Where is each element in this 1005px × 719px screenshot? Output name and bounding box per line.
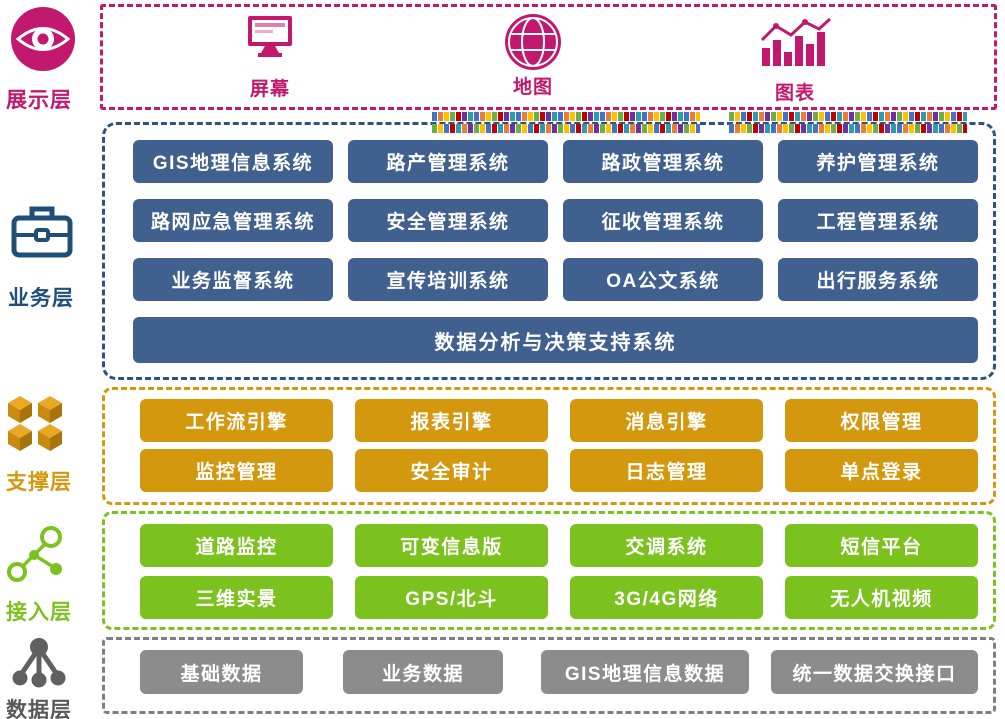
support-box: 日志管理: [570, 449, 763, 492]
mini-chart-thumbnails: [432, 112, 700, 136]
business-box: 出行服务系统: [778, 258, 978, 301]
support-box: 监控管理: [140, 449, 333, 492]
business-box: GIS地理信息系统: [133, 140, 333, 183]
cubes-icon: [8, 396, 62, 451]
support-layer-frame: [102, 387, 996, 505]
business-box-full: 数据分析与决策支持系统: [133, 317, 978, 363]
data-box: 业务数据: [343, 650, 503, 694]
globe-icon: [505, 14, 561, 70]
mini-chart-thumbnails: [729, 112, 967, 136]
layer-label-support: 支撑层: [6, 471, 72, 494]
business-box: 业务监督系统: [133, 258, 333, 301]
access-box: 可变信息版: [355, 524, 548, 567]
screen-icon: [248, 16, 292, 57]
bar-chart-icon: [760, 17, 832, 66]
data-box: 基础数据: [140, 650, 303, 694]
data-box: 统一数据交换接口: [771, 650, 978, 694]
access-box: 3G/4G网络: [570, 576, 763, 619]
briefcase-icon: [11, 206, 73, 258]
presentation-item-label-screen: 屏幕: [249, 79, 290, 100]
access-box: GPS/北斗: [355, 576, 548, 619]
business-box: 征收管理系统: [563, 199, 763, 242]
layer-label-presentation: 展示层: [6, 89, 72, 112]
business-box: 宣传培训系统: [348, 258, 548, 301]
share-nodes-icon: [12, 638, 66, 688]
support-box: 安全审计: [355, 449, 548, 492]
eye-icon: [11, 7, 75, 71]
data-layer-frame: [102, 637, 996, 714]
support-box: 工作流引擎: [140, 399, 333, 442]
business-box: 安全管理系统: [348, 199, 548, 242]
presentation-item-label-chart: 图表: [774, 83, 815, 104]
business-box: OA公文系统: [563, 258, 763, 301]
support-box: 权限管理: [785, 399, 978, 442]
access-layer-frame: [102, 511, 996, 630]
support-box: 单点登录: [785, 449, 978, 492]
business-box: 路网应急管理系统: [133, 199, 333, 242]
access-box: 交调系统: [570, 524, 763, 567]
access-box: 道路监控: [140, 524, 333, 567]
support-box: 消息引擎: [570, 399, 763, 442]
presentation-layer-frame: [100, 4, 997, 110]
business-box: 工程管理系统: [778, 199, 978, 242]
business-box: 养护管理系统: [778, 140, 978, 183]
presentation-item-label-map: 地图: [512, 77, 553, 98]
layer-label-data: 数据层: [6, 699, 72, 719]
layer-label-access: 接入层: [6, 601, 72, 624]
access-box: 无人机视频: [785, 576, 978, 619]
support-box: 报表引擎: [355, 399, 548, 442]
network-nodes-icon: [7, 526, 62, 582]
access-box: 三维实景: [140, 576, 333, 619]
business-layer-frame: [102, 122, 996, 380]
data-box: GIS地理信息数据: [541, 650, 749, 694]
business-box: 路产管理系统: [348, 140, 548, 183]
business-box: 路政管理系统: [563, 140, 763, 183]
layer-label-business: 业务层: [8, 287, 74, 310]
access-box: 短信平台: [785, 524, 978, 567]
